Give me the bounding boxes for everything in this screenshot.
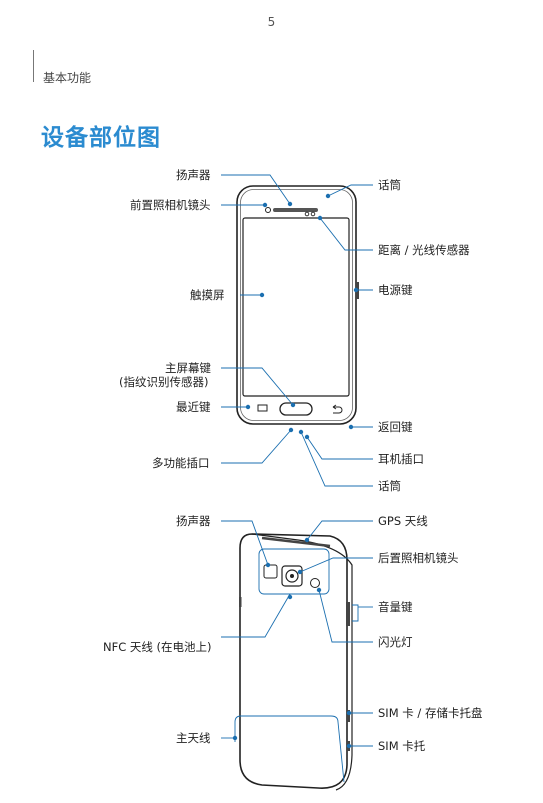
label-volume-key: 音量键 bbox=[378, 600, 413, 614]
label-touchscreen: 触摸屏 bbox=[190, 288, 225, 302]
label-power-key: 电源键 bbox=[378, 283, 413, 297]
label-receiver: 话筒 bbox=[378, 178, 401, 192]
label-rear-speaker: 扬声器 bbox=[176, 514, 211, 528]
front-body-outline bbox=[236, 185, 357, 425]
label-nfc-antenna: NFC 天线 (在电池上) bbox=[103, 640, 212, 654]
front-leaders bbox=[221, 174, 373, 487]
front-camera-lens bbox=[265, 207, 271, 213]
proximity-sensor-dot bbox=[304, 211, 310, 217]
rear-camera-housing bbox=[281, 565, 303, 587]
page-title: 设备部位图 bbox=[41, 125, 161, 151]
volume-key-side bbox=[346, 602, 350, 626]
front-leader-dots bbox=[245, 193, 359, 440]
label-home-key: 主屏幕键 bbox=[165, 361, 211, 375]
chapter-title: 基本功能 bbox=[43, 71, 92, 85]
chapter-divider bbox=[33, 50, 34, 82]
back-phone bbox=[239, 533, 353, 791]
label-home-key-sub: (指纹识别传感器) bbox=[119, 375, 209, 389]
label-main-antenna: 主天线 bbox=[176, 731, 211, 745]
recent-key-icon bbox=[257, 404, 268, 412]
front-phone bbox=[236, 185, 359, 425]
left-side-key bbox=[239, 597, 242, 607]
label-microphone: 话筒 bbox=[378, 479, 401, 493]
label-rear-camera: 后置照相机镜头 bbox=[378, 551, 459, 565]
label-flash: 闪光灯 bbox=[378, 635, 413, 649]
flash-icon bbox=[310, 578, 320, 588]
label-multipurpose-jack: 多功能插口 bbox=[152, 456, 210, 470]
back-body-outline bbox=[239, 533, 348, 789]
front-screen bbox=[242, 217, 350, 397]
label-earphone-jack: 耳机插口 bbox=[378, 452, 424, 466]
top-edge-antenna bbox=[261, 536, 331, 548]
label-gps-antenna: GPS 天线 bbox=[378, 514, 428, 528]
label-sim-memory-tray: SIM 卡 / 存储卡托盘 bbox=[378, 706, 483, 720]
front-speaker-grille bbox=[273, 208, 318, 212]
rear-camera-lens bbox=[285, 569, 299, 583]
label-front-camera: 前置照相机镜头 bbox=[130, 198, 211, 212]
rear-speaker-grille bbox=[263, 564, 278, 579]
back-key-icon bbox=[332, 404, 343, 414]
sim-memory-tray-side bbox=[347, 710, 350, 722]
label-sim-tray: SIM 卡托 bbox=[378, 739, 426, 753]
back-leader-dots bbox=[232, 537, 352, 749]
label-front-speaker: 扬声器 bbox=[176, 168, 211, 182]
home-key bbox=[279, 402, 313, 416]
label-back-key: 返回键 bbox=[378, 420, 413, 434]
label-recent-key: 最近键 bbox=[176, 400, 211, 414]
page-number: 5 bbox=[267, 15, 276, 29]
label-proximity-sensor: 距离 / 光线传感器 bbox=[378, 243, 470, 257]
back-leaders bbox=[221, 520, 373, 783]
